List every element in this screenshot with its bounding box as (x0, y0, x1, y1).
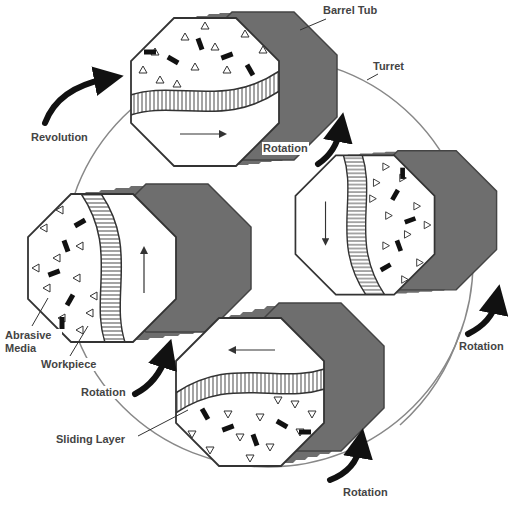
part-label: Workpiece (40, 358, 97, 371)
part-label: Sliding Layer (55, 433, 126, 446)
motion-label: Revolution (30, 131, 89, 144)
motion-label: Rotation (262, 142, 309, 155)
part-label: Abrasive Media (4, 329, 62, 355)
motion-label: Rotation (342, 486, 389, 499)
motion-label: Rotation (458, 340, 505, 353)
part-label: Turret (372, 60, 405, 73)
part-label: Barrel Tub (322, 4, 378, 17)
motion-label: Rotation (80, 386, 127, 399)
